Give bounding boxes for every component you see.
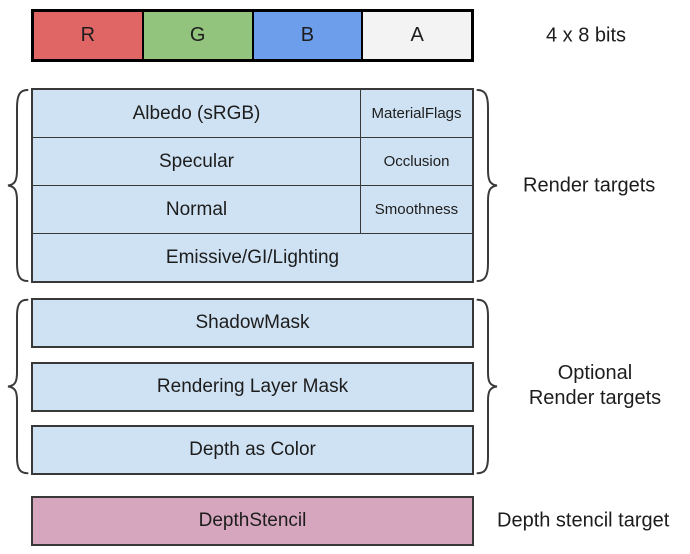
curly-brace-right-icon xyxy=(476,298,499,475)
rendering-layer-mask-box: Rendering Layer Mask xyxy=(31,362,474,412)
render-targets-table: Albedo (sRGB) MaterialFlags Specular Occ… xyxy=(31,88,474,283)
depth-stencil-target-label: Depth stencil target xyxy=(497,509,670,532)
bits-caption: 4 x 8 bits xyxy=(546,24,627,47)
channel-cell-r: R xyxy=(34,12,142,59)
curly-brace-right-icon xyxy=(476,88,499,283)
table-row: Specular Occlusion xyxy=(33,137,472,185)
smoothness-cell: Smoothness xyxy=(360,186,472,233)
rgba-format-bar: R G B A xyxy=(31,9,474,62)
table-row: Albedo (sRGB) MaterialFlags xyxy=(33,90,472,137)
channel-cell-g: G xyxy=(141,12,252,59)
emissive-cell: Emissive/GI/Lighting xyxy=(165,246,340,268)
curly-brace-left-icon xyxy=(6,298,29,475)
albedo-cell: Albedo (sRGB) xyxy=(132,102,261,124)
optional-label-line1: Optional xyxy=(557,362,633,384)
optional-label-line2: Render targets xyxy=(528,387,662,409)
depth-as-color-box: Depth as Color xyxy=(31,425,474,475)
render-targets-label: Render targets xyxy=(523,174,656,197)
table-row: Emissive/GI/Lighting xyxy=(33,233,472,281)
materialflags-cell: MaterialFlags xyxy=(360,90,472,137)
channel-cell-b: B xyxy=(251,12,362,59)
optional-render-targets-label: Optional Render targets xyxy=(503,361,687,411)
depthstencil-box: DepthStencil xyxy=(31,496,474,546)
occlusion-cell: Occlusion xyxy=(360,138,472,185)
normal-cell: Normal xyxy=(165,198,228,220)
shadowmask-box: ShadowMask xyxy=(31,298,474,348)
curly-brace-left-icon xyxy=(6,88,29,283)
channel-cell-a: A xyxy=(361,12,471,59)
specular-cell: Specular xyxy=(159,150,234,172)
table-row: Normal Smoothness xyxy=(33,185,472,233)
